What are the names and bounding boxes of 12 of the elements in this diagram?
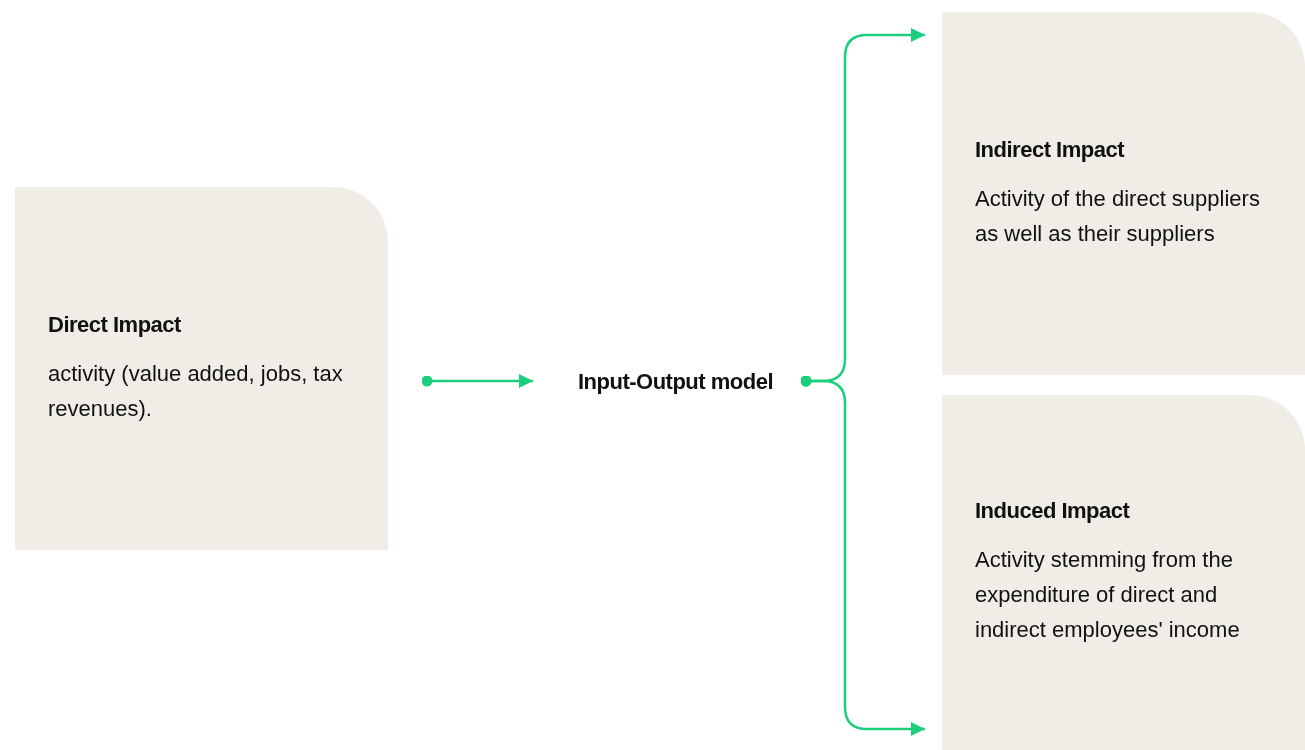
impact-card — [942, 12, 1305, 375]
card-heading: Indirect Impact — [975, 136, 1126, 163]
card-description: Activity of the direct suppliers as well as their suppliers — [975, 184, 1261, 248]
arrow — [800, 375, 925, 736]
card-heading: Input-Output model — [577, 367, 774, 396]
arrow — [421, 374, 533, 388]
card-heading: Induced Impact — [975, 498, 1131, 524]
card-description: activity (value added, jobs, tax revenues). — [48, 359, 344, 423]
card-heading: Direct Impact — [48, 311, 182, 338]
impact-card — [15, 187, 388, 550]
card-description: Activity stemming from the expenditure of direct and indirect employees' income — [975, 546, 1241, 644]
impact-card — [942, 395, 1305, 750]
